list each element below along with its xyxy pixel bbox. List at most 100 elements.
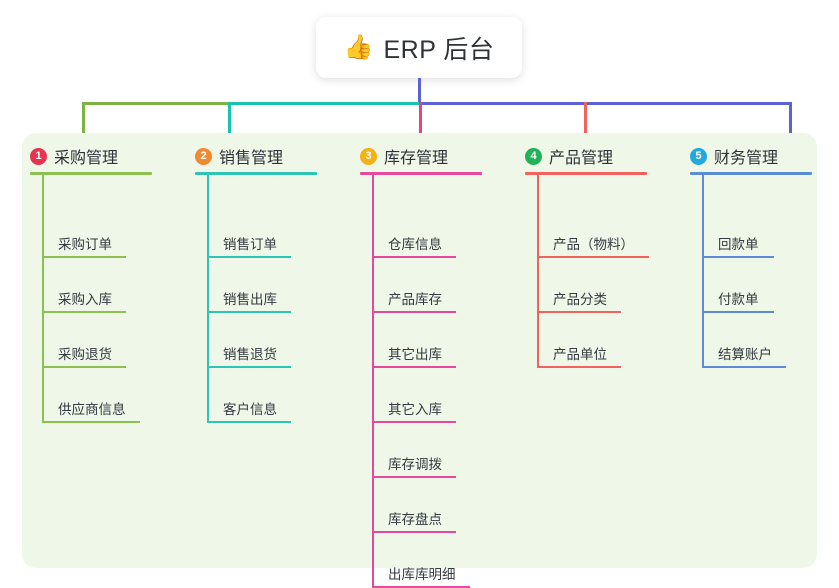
branch-title: 采购管理: [54, 150, 119, 167]
branch-item-rule: [207, 421, 291, 423]
branch-item-label: 采购入库: [58, 292, 112, 307]
branch-item-rule: [207, 311, 291, 313]
thumbs-up-icon: 👍: [343, 33, 374, 61]
branch-header-product[interactable]: 4 产品管理: [525, 144, 613, 168]
branch-item-rule: [372, 311, 456, 313]
branch-item[interactable]: 其它入库: [372, 368, 456, 423]
branch-item[interactable]: 采购订单: [42, 203, 126, 258]
branch-item[interactable]: 采购入库: [42, 258, 126, 313]
branch-item-label: 客户信息: [223, 402, 277, 417]
drop-finance: [789, 102, 792, 142]
branch-spine: [372, 175, 374, 588]
branch-item-label: 结算账户: [718, 347, 772, 362]
branch-item[interactable]: 产品（物料）: [537, 203, 649, 258]
branch-item-label: 产品单位: [553, 347, 607, 362]
branch-item-rule: [42, 366, 126, 368]
branch-item-rule: [42, 421, 140, 423]
branch-item-label: 仓库信息: [388, 237, 442, 252]
branch-number-badge: 1: [30, 147, 47, 165]
branch-header-sales[interactable]: 2 销售管理: [195, 144, 283, 168]
branch-number-badge: 3: [360, 147, 377, 165]
branch-item-label: 库存盘点: [388, 512, 442, 527]
branch-item[interactable]: 库存盘点: [372, 478, 456, 533]
branch-title: 库存管理: [384, 150, 449, 167]
branch-item-rule: [372, 366, 456, 368]
branch-item-rule: [537, 256, 649, 258]
drop-product: [584, 102, 587, 142]
branch-item-label: 其它入库: [388, 402, 442, 417]
branch-item-rule: [372, 531, 456, 533]
branch-panel: 1 采购管理采购订单采购入库采购退货供应商信息 2 销售管理销售订单销售出库销售退货客…: [22, 133, 817, 588]
branch-item[interactable]: 库存调拨: [372, 423, 456, 478]
branch-spine: [537, 175, 539, 368]
branch-item-label: 库存调拨: [388, 457, 442, 472]
branch-item[interactable]: 销售订单: [207, 203, 291, 258]
branch-item-rule: [372, 421, 456, 423]
branch-item[interactable]: 产品单位: [537, 313, 621, 368]
branch-item-label: 产品（物料）: [553, 237, 634, 252]
branch-spine: [702, 175, 704, 368]
branch-item[interactable]: 客户信息: [207, 368, 291, 423]
branch-item-rule: [372, 586, 470, 588]
branch-item-rule: [372, 256, 456, 258]
branch-item-label: 其它出库: [388, 347, 442, 362]
branch-header-finance[interactable]: 5 财务管理: [690, 144, 778, 168]
drop-inventory: [419, 102, 422, 142]
branch-item[interactable]: 结算账户: [702, 313, 786, 368]
branch-item-rule: [207, 256, 291, 258]
branch-item-rule: [42, 256, 126, 258]
branch-title: 销售管理: [219, 150, 284, 167]
root-node-title: ERP 后台: [383, 35, 495, 64]
branch-item-rule: [702, 256, 774, 258]
branch-item[interactable]: 产品分类: [537, 258, 621, 313]
branch-title: 财务管理: [714, 150, 779, 167]
root-node-content: 👍 ERP 后台: [344, 30, 495, 66]
branch-item-rule: [537, 311, 621, 313]
root-node-card[interactable]: 👍 ERP 后台: [316, 17, 522, 78]
bus-indigo: [419, 102, 790, 105]
branch-item[interactable]: 采购退货: [42, 313, 126, 368]
branch-item-label: 采购订单: [58, 237, 112, 252]
branch-item-label: 产品库存: [388, 292, 442, 307]
branch-item-label: 供应商信息: [58, 402, 126, 417]
branch-item-label: 产品分类: [553, 292, 607, 307]
branch-item-rule: [207, 366, 291, 368]
drop-sales: [228, 102, 231, 142]
branch-item[interactable]: 回款单: [702, 203, 774, 258]
branch-header-rule: [30, 172, 152, 175]
branch-item[interactable]: 供应商信息: [42, 368, 140, 423]
branch-header-rule: [525, 172, 647, 175]
branch-item[interactable]: 产品库存: [372, 258, 456, 313]
branch-number-badge: 5: [690, 147, 707, 165]
branch-item-label: 付款单: [718, 292, 759, 307]
branch-header-rule: [360, 172, 482, 175]
branch-title: 产品管理: [549, 150, 614, 167]
bus-teal: [228, 102, 419, 105]
branch-item[interactable]: 出库库明细: [372, 533, 470, 588]
branch-spine: [207, 175, 209, 423]
branch-item[interactable]: 仓库信息: [372, 203, 456, 258]
branch-item-label: 销售订单: [223, 237, 277, 252]
branch-item-label: 销售退货: [223, 347, 277, 362]
branch-item[interactable]: 销售出库: [207, 258, 291, 313]
branch-header-inventory[interactable]: 3 库存管理: [360, 144, 448, 168]
drop-purchase: [82, 102, 85, 142]
branch-item[interactable]: 销售退货: [207, 313, 291, 368]
branch-header-purchase[interactable]: 1 采购管理: [30, 144, 118, 168]
branch-number-badge: 2: [195, 147, 212, 165]
branch-item-rule: [537, 366, 621, 368]
bus-green: [82, 102, 228, 105]
branch-item-label: 销售出库: [223, 292, 277, 307]
root-stem: [418, 78, 421, 104]
branch-header-rule: [195, 172, 317, 175]
branch-item-rule: [42, 311, 126, 313]
branch-item-rule: [702, 311, 774, 313]
branch-number-badge: 4: [525, 147, 542, 165]
branch-item[interactable]: 其它出库: [372, 313, 456, 368]
branch-spine: [42, 175, 44, 423]
branch-item[interactable]: 付款单: [702, 258, 774, 313]
branch-item-label: 采购退货: [58, 347, 112, 362]
branch-item-rule: [372, 476, 456, 478]
branch-item-label: 回款单: [718, 237, 759, 252]
